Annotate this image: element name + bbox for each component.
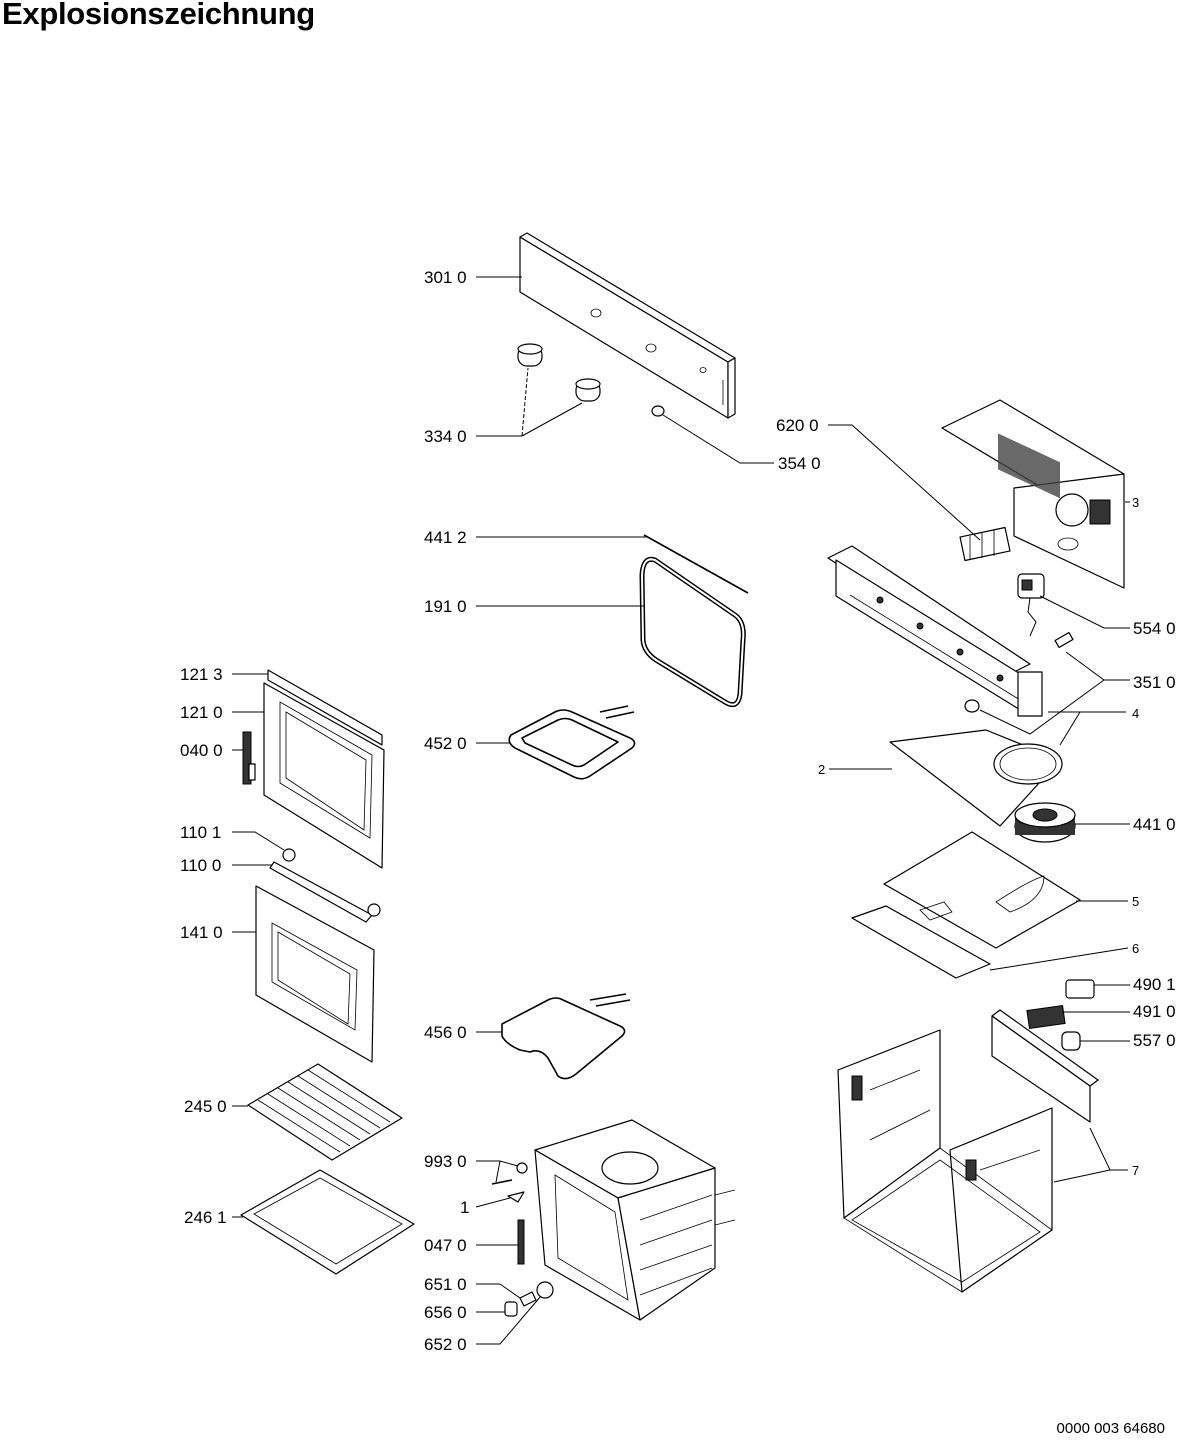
label-121-0: 121 0 (180, 703, 223, 722)
label-5: 5 (1132, 894, 1139, 909)
part-inner-door (263, 669, 385, 869)
part-electrical-components (1026, 979, 1095, 1051)
part-air-duct (889, 729, 1063, 827)
label-110-1: 110 1 (180, 823, 221, 842)
label-354-0: 354 0 (778, 454, 821, 473)
label-554-0: 554 0 (1133, 619, 1176, 638)
label-491-0: 491 0 (1133, 1002, 1176, 1021)
document-number: 0000 003 64680 (1056, 1420, 1165, 1437)
part-control-knobs (517, 343, 601, 402)
part-thermostat (1017, 573, 1045, 637)
label-490-1: 490 1 (1133, 975, 1176, 994)
part-rear-cover (941, 399, 1125, 589)
label-351-0: 351 0 (1133, 673, 1176, 692)
label-245-0: 245 0 (184, 1097, 227, 1116)
label-047-0: 047 0 (424, 1236, 467, 1255)
label-4: 4 (1132, 706, 1139, 721)
part-lower-heating-element (501, 993, 631, 1080)
part-door-gasket (639, 556, 746, 708)
label-246-1: 246 1 (184, 1208, 227, 1227)
label-620-0: 620 0 (776, 416, 819, 435)
label-656-0: 656 0 (424, 1303, 467, 1322)
part-light-switch (964, 631, 1074, 713)
label-6: 6 (1132, 941, 1139, 956)
label-141-0: 141 0 (180, 923, 223, 942)
label-110-0: 110 0 (180, 856, 221, 875)
label-7: 7 (1132, 1163, 1139, 1178)
label-441-0: 441 0 (1133, 815, 1176, 834)
label-452-0: 452 0 (424, 734, 467, 753)
part-baking-tray (240, 1169, 415, 1275)
label-652-0: 652 0 (424, 1335, 467, 1354)
part-door-handle (269, 848, 381, 923)
part-terminal-block (959, 526, 1011, 562)
label-651-0: 651 0 (424, 1275, 467, 1294)
part-top-plate (883, 831, 1081, 949)
part-upper-heating-element (508, 705, 636, 780)
part-door-hinge (242, 731, 256, 785)
label-301-0: 301 0 (424, 268, 467, 287)
part-oven-cavity (534, 1119, 736, 1321)
label-557-0: 557 0 (1133, 1031, 1176, 1050)
part-cooling-fan (1014, 802, 1076, 843)
label-334-0: 334 0 (424, 427, 467, 446)
part-control-panel (519, 232, 736, 419)
label-2: 2 (818, 762, 825, 777)
part-wire-rack (247, 1063, 403, 1161)
label-456-0: 456 0 (424, 1023, 467, 1042)
label-121-3: 121 3 (180, 665, 223, 684)
label-441-2: 441 2 (424, 528, 467, 547)
label-191-0: 191 0 (424, 597, 467, 616)
label-1: 1 (460, 1198, 469, 1217)
part-outer-door-glass (255, 885, 375, 1063)
page-title: Explosionszeichnung (2, 0, 315, 31)
part-switch-frame (827, 545, 1043, 717)
part-front-trim (851, 905, 991, 979)
label-3: 3 (1132, 495, 1139, 510)
part-screws-and-bulbs (491, 1162, 554, 1317)
part-outer-housing (837, 1009, 1099, 1293)
label-040-0: 040 0 (180, 741, 223, 760)
label-993-0: 993 0 (424, 1152, 467, 1171)
part-indicator-lamp (651, 405, 665, 417)
